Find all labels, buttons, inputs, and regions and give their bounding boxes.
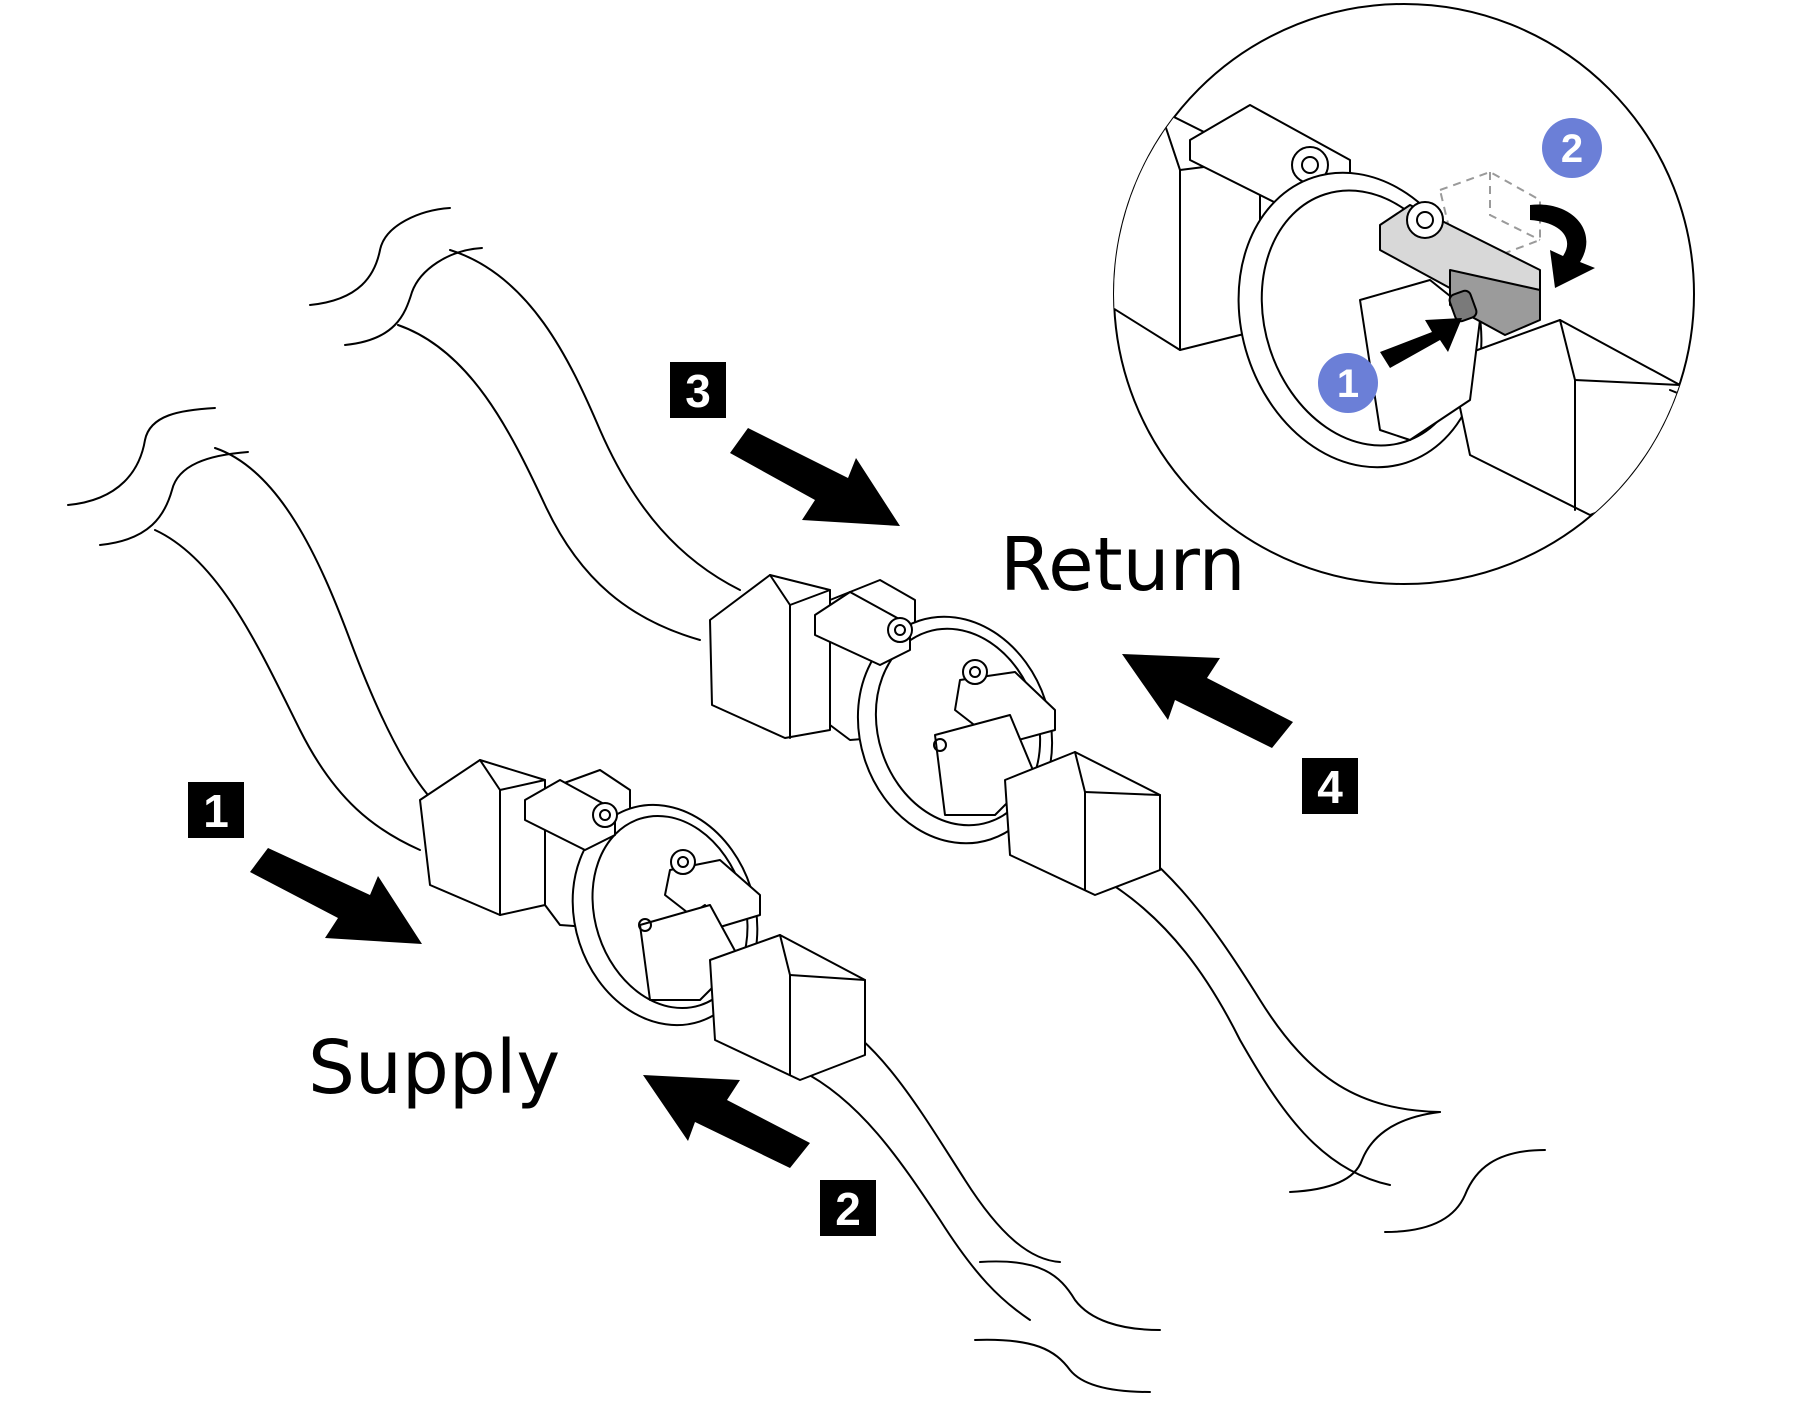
supply-label: Supply	[308, 1025, 560, 1111]
step-badge-2-label: 2	[835, 1183, 861, 1235]
callout-2-label: 2	[1561, 127, 1583, 171]
rotate-arrow-icon	[1530, 204, 1595, 288]
return-label: Return	[1000, 522, 1246, 608]
step-badge-1-label: 1	[203, 785, 229, 837]
step-arrow-4	[1122, 654, 1293, 748]
callout-2: 2	[1542, 118, 1602, 178]
detail-magnifier: 1 2	[1113, 3, 1695, 585]
push-pin-arrow	[1380, 318, 1462, 368]
step-arrow-1	[250, 848, 422, 944]
supply-valve	[419, 759, 866, 1081]
supply-hose-cut-end-left	[67, 407, 216, 506]
step-arrow-2	[643, 1075, 810, 1168]
step-badge-3-label: 3	[685, 365, 711, 417]
step-arrow-3	[730, 428, 900, 526]
step-badge-4-label: 4	[1317, 761, 1343, 813]
step-badge-3: 3	[670, 362, 726, 418]
step-badge-1: 1	[188, 782, 244, 838]
callout-1: 1	[1318, 353, 1378, 413]
detail-valve	[1114, 104, 1694, 516]
return-valve	[709, 574, 1161, 896]
step-badge-4: 4	[1302, 758, 1358, 814]
step-badge-2: 2	[820, 1180, 876, 1236]
callout-1-label: 1	[1337, 362, 1359, 406]
